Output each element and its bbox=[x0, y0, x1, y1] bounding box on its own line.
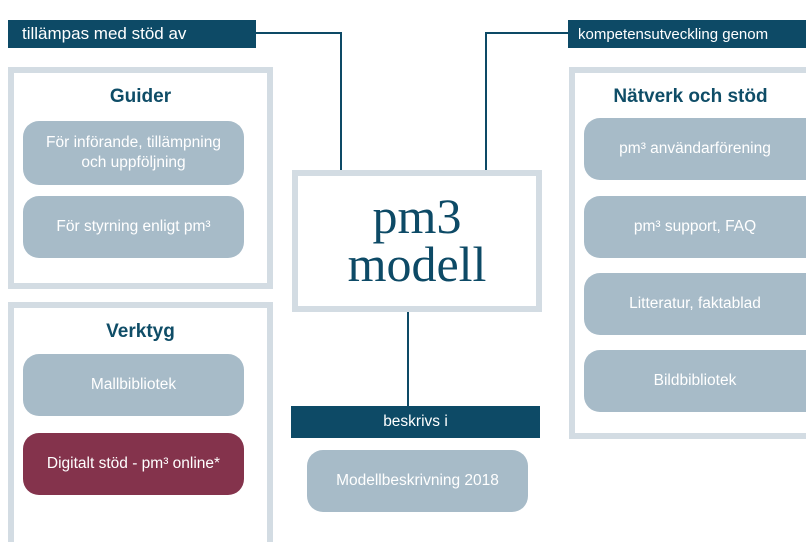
verktyg-item-mallbibliotek[interactable]: Mallbibliotek bbox=[23, 354, 244, 416]
model-title-modell: modell bbox=[347, 236, 487, 292]
natverk-item-litteratur[interactable]: Litteratur, faktablad bbox=[584, 273, 806, 335]
connector-left-vertical bbox=[340, 32, 342, 170]
connector-right-vertical bbox=[485, 32, 487, 170]
verktyg-item-digitalt-stod[interactable]: Digitalt stöd - pm³ online* bbox=[23, 433, 244, 495]
connector-left-horizontal bbox=[255, 32, 341, 34]
verktyg-panel bbox=[8, 302, 273, 542]
guider-title: Guider bbox=[109, 86, 172, 107]
modellbeskrivning-item[interactable]: Modellbeskrivning 2018 bbox=[307, 450, 528, 512]
connector-right-horizontal bbox=[485, 32, 569, 34]
connector-bottom-vertical bbox=[407, 310, 409, 407]
natverk-item-support[interactable]: pm³ support, FAQ bbox=[584, 196, 806, 258]
natverk-item-bildbibliotek[interactable]: Bildbibliotek bbox=[584, 350, 806, 412]
natverk-title: Nätverk och stöd bbox=[613, 86, 768, 107]
guider-item-styrning[interactable]: För styrning enligt pm³ bbox=[23, 196, 244, 258]
verktyg-title: Verktyg bbox=[106, 321, 175, 342]
banner-tillampas: tillämpas med stöd av bbox=[8, 20, 256, 48]
guider-item-inforande[interactable]: För införande, tillämpning och uppföljni… bbox=[23, 121, 244, 185]
pm3-model-box: pm3 modell bbox=[292, 170, 542, 312]
natverk-item-anvandarforening[interactable]: pm³ användarförening bbox=[584, 118, 806, 180]
banner-kompetensutveckling: kompetensutveckling genom bbox=[568, 20, 806, 48]
model-title-pm3: pm3 bbox=[372, 188, 462, 244]
banner-beskrivs: beskrivs i bbox=[291, 406, 540, 438]
